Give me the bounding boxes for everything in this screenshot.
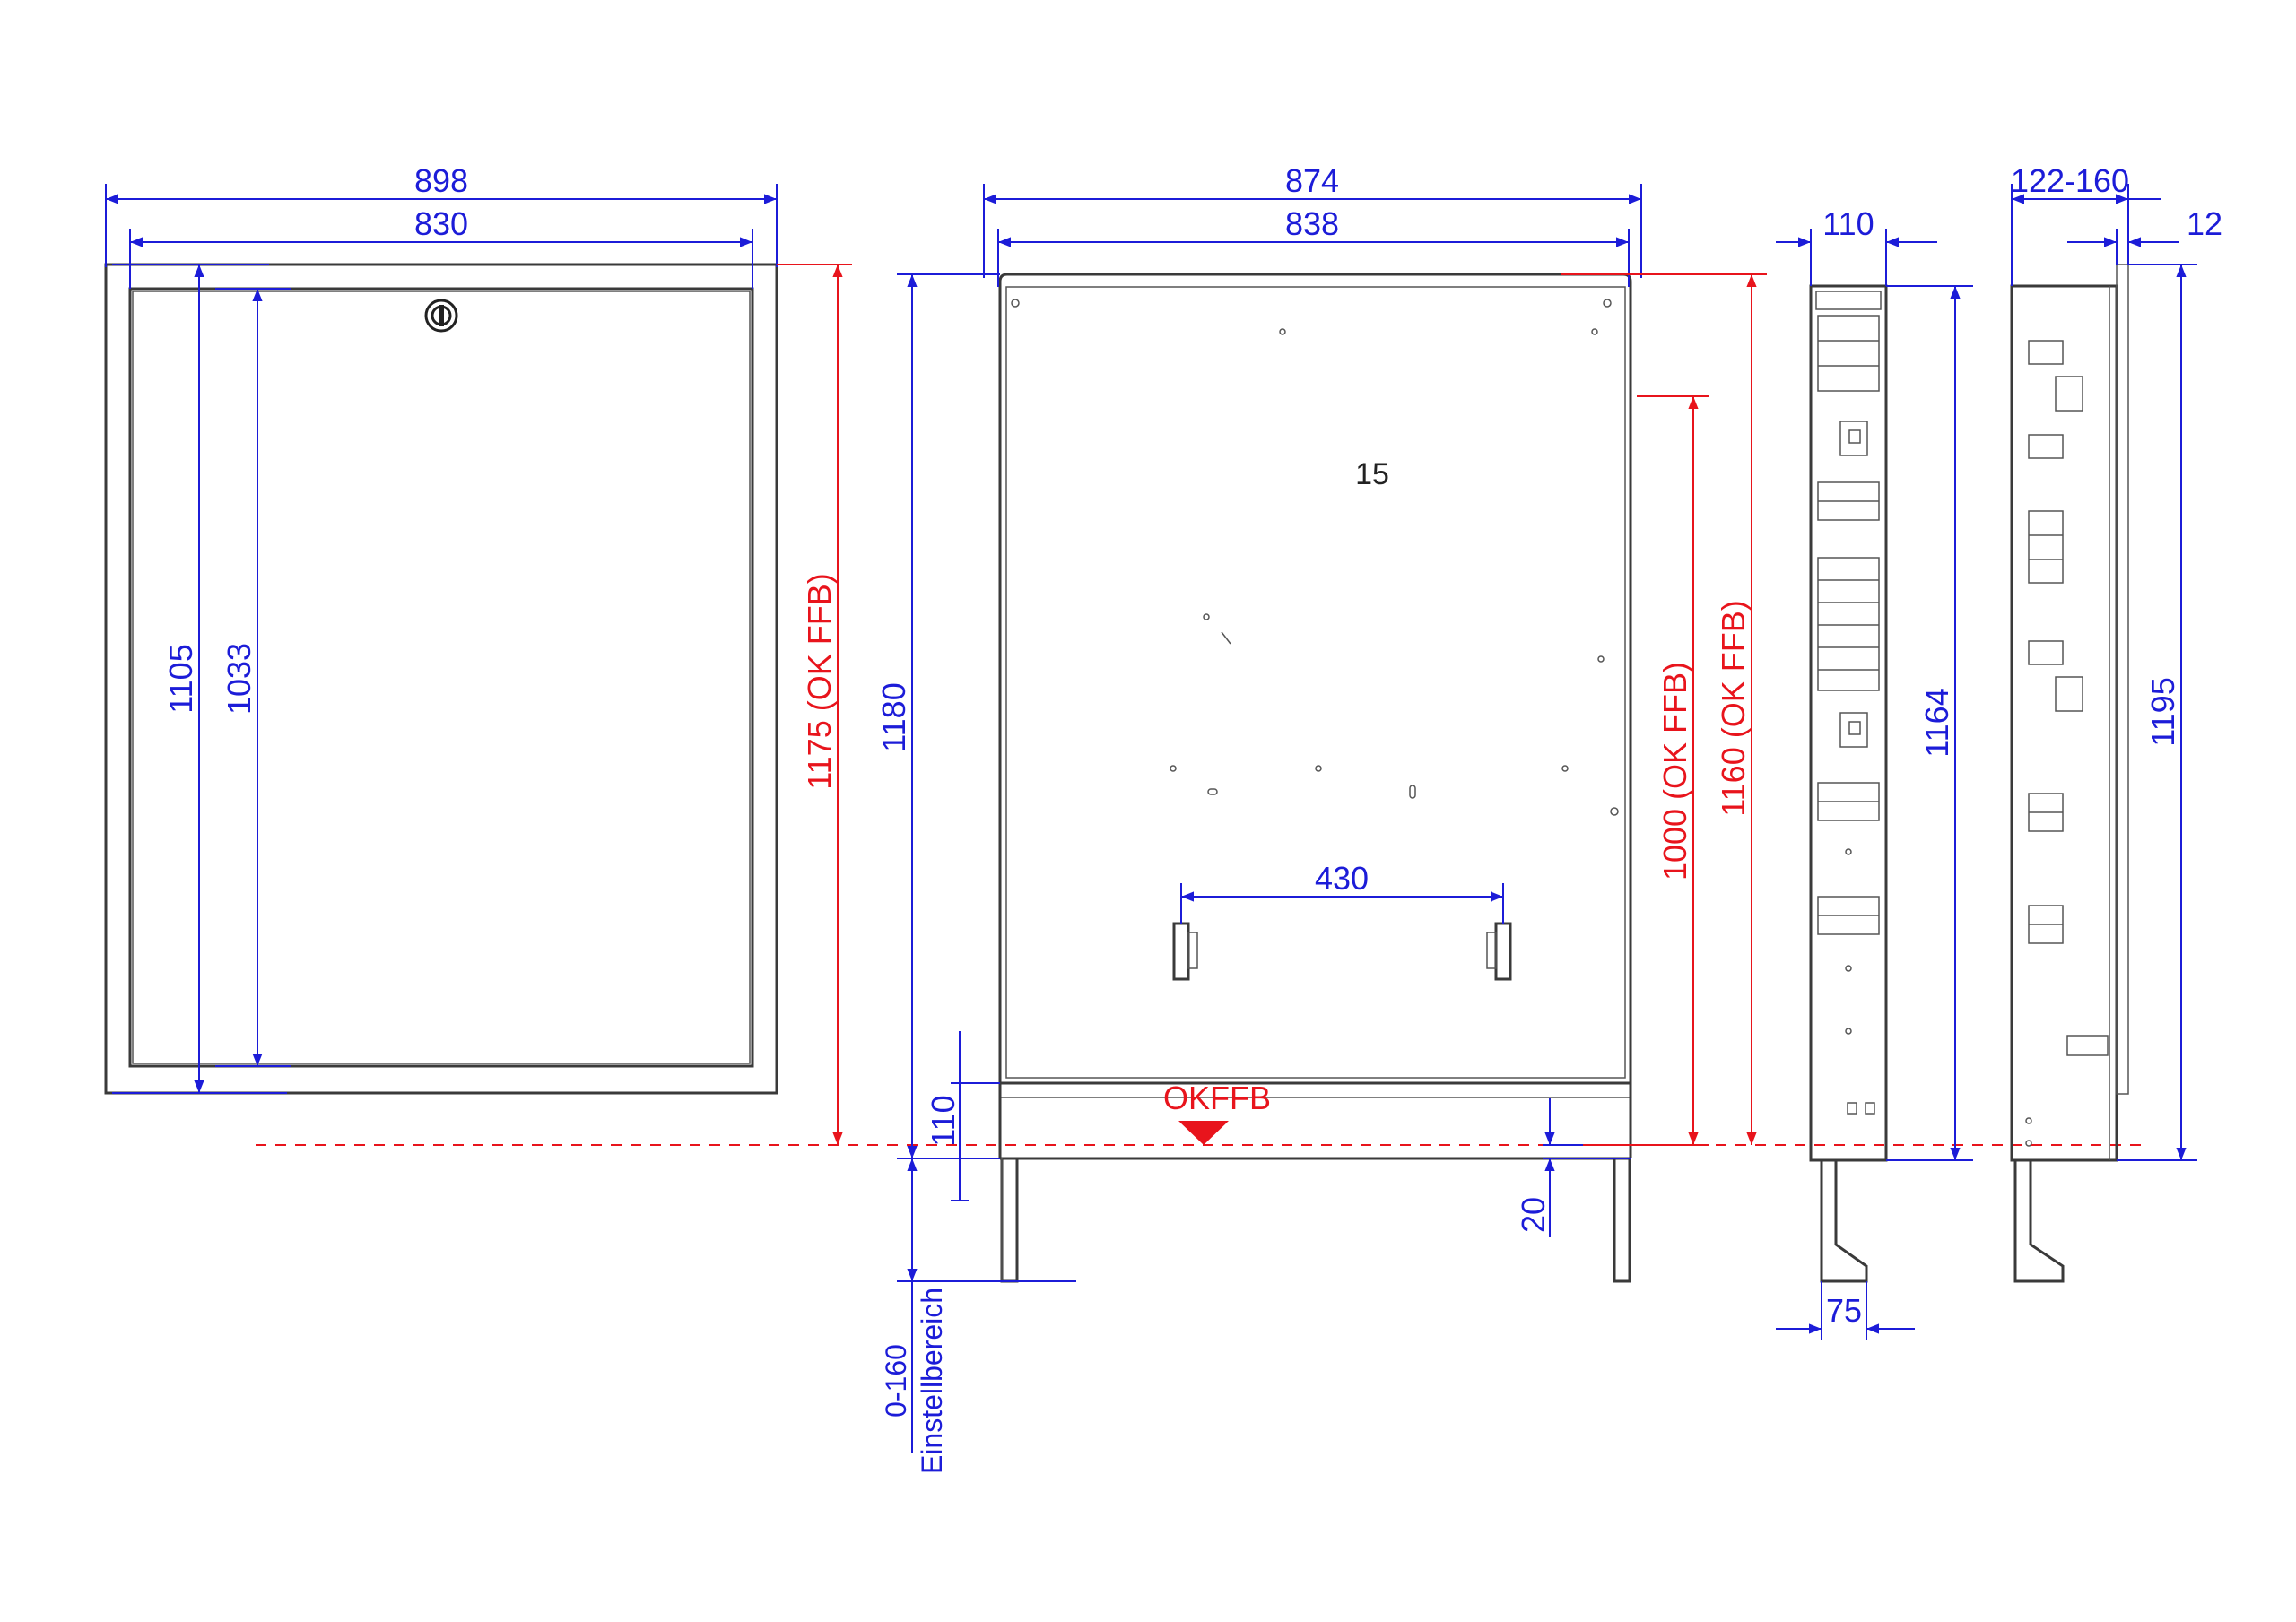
side-foot: [1820, 1160, 1868, 1283]
base-height: 110: [925, 1095, 961, 1146]
height-1000-okffb: 1000 (OK FFB): [1657, 662, 1693, 880]
right-leg: [1613, 1157, 1631, 1283]
front-door: [128, 287, 754, 1068]
adjust-label: Einstellbereich: [916, 1288, 948, 1474]
mounting-inner-width: 838: [1285, 205, 1339, 242]
mounting-frame: [998, 273, 1632, 1085]
left-bracket: [1172, 922, 1190, 981]
floor-level-triangle-icon: [1178, 1121, 1229, 1145]
right-bracket: [1494, 922, 1512, 981]
front-inner-width: 830: [414, 205, 468, 242]
floor-label: OKFFB: [1163, 1080, 1271, 1116]
side-depth: 110: [1822, 205, 1874, 242]
door-depth-range: 122-160: [2011, 162, 2129, 199]
foot-height: 20: [1515, 1197, 1552, 1233]
side-door-panel: [2116, 264, 2129, 1095]
side-door-body: [2010, 284, 2118, 1162]
front-inner-height: 1033: [221, 643, 257, 715]
front-view: 898 830 1105 1033 1175 (OK FFB): [104, 162, 852, 1145]
mounting-overall-width: 874: [1285, 162, 1339, 199]
front-overall-height: 1105: [162, 644, 199, 713]
side-height: 1164: [1918, 688, 1955, 757]
side-body: [1809, 284, 1888, 1162]
height-1160-okffb: 1160 (OK FFB): [1715, 600, 1752, 816]
front-height-okffb: 1175 (OK FFB): [801, 573, 838, 789]
left-leg: [1000, 1157, 1019, 1283]
front-frame: [104, 263, 778, 1095]
mounting-total-height: 1180: [875, 682, 912, 751]
adjust-range: 0-160: [880, 1344, 912, 1418]
side-view-with-door: 122-160 12 1195: [2010, 162, 2222, 1283]
bracket-spacing: 430: [1315, 860, 1369, 897]
front-overall-width: 898: [414, 162, 468, 199]
side-view: 110 1164 75: [1776, 205, 1973, 1340]
side-foot-depth: 75: [1826, 1292, 1862, 1329]
part-label: 15: [1355, 457, 1389, 491]
door-thickness: 12: [2187, 205, 2222, 242]
side-door-foot: [2013, 1160, 2065, 1283]
round-lock-icon: [424, 299, 458, 333]
mounting-view: 15 874 838 430 1180 110 0-160: [875, 162, 1767, 1474]
door-side-height: 1195: [2144, 677, 2181, 746]
